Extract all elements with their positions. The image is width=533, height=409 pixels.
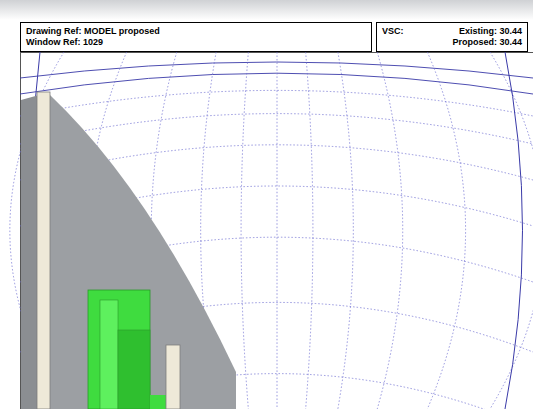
proposed-building — [118, 330, 150, 409]
grid-line — [20, 73, 533, 94]
grid-line — [20, 62, 533, 78]
building-side — [21, 92, 50, 409]
grid-line — [490, 52, 533, 409]
value-label: VSC: — [382, 26, 404, 48]
header-box: Drawing Ref: MODEL proposedWindow Ref: 1… — [20, 22, 372, 52]
grid-line — [306, 52, 313, 409]
proposed-building — [100, 300, 118, 409]
value-text: Existing: 30.44 — [459, 26, 522, 37]
shadow-band — [0, 0, 533, 20]
value-column: Existing: 30.44Proposed: 30.44 — [452, 26, 522, 48]
proposed-building — [150, 395, 166, 409]
sky-grid — [10, 52, 533, 409]
grid-boundary — [505, 52, 523, 409]
grid-line — [338, 52, 353, 409]
reference-text: Drawing Ref: MODEL proposed — [26, 26, 366, 37]
header-box: VSC: Existing: 30.44Proposed: 30.44 — [376, 22, 528, 52]
building-column — [166, 345, 180, 409]
grid-line — [241, 52, 248, 409]
reference-text: Window Ref: 1029 — [26, 37, 366, 48]
value-text: Proposed: 30.44 — [452, 37, 522, 48]
grid-line — [277, 52, 278, 409]
value-row: VSC: Existing: 30.44Proposed: 30.44 — [382, 26, 522, 48]
grid-line — [20, 90, 533, 116]
view-frame — [21, 53, 533, 409]
grid-line — [377, 52, 402, 409]
building-mass — [50, 95, 236, 409]
proposed-building — [88, 290, 150, 409]
building-column — [37, 92, 50, 409]
grid-line — [427, 52, 465, 409]
buildings — [21, 92, 236, 409]
grid-line — [20, 114, 533, 144]
